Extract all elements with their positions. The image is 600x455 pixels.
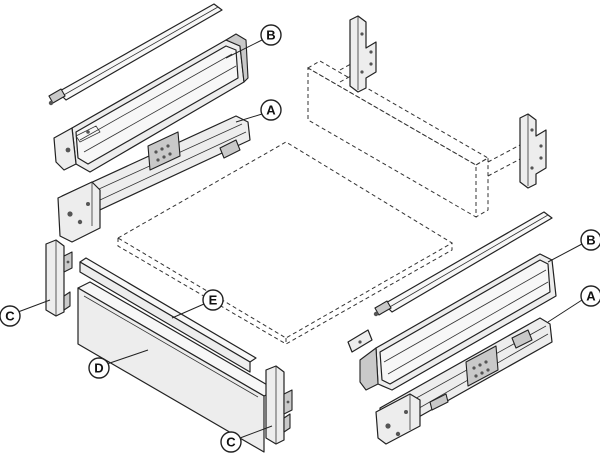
callout-label: C bbox=[5, 309, 15, 324]
callout-top-left-profile: B bbox=[225, 24, 282, 59]
callout-left-front-connector: C bbox=[0, 299, 51, 327]
callout-right-front-connector: C bbox=[220, 425, 273, 453]
callout-top-left-runner: A bbox=[235, 99, 282, 123]
bottom-right-drawer-profile bbox=[347, 253, 557, 391]
drawer-back-panel-outline bbox=[307, 59, 523, 218]
callout-front-panel: D bbox=[88, 349, 149, 379]
callout-bottom-right-profile: B bbox=[547, 229, 600, 263]
right-front-connector bbox=[265, 365, 293, 445]
rear-bracket-left bbox=[349, 15, 377, 93]
callout-label: A bbox=[266, 103, 276, 118]
top-left-runner bbox=[57, 115, 251, 243]
callout-bottom-right-runner: A bbox=[547, 285, 600, 323]
top-left-drawer-profile bbox=[53, 33, 249, 173]
callout-label: B bbox=[266, 28, 275, 43]
callout-front-rail: E bbox=[171, 289, 224, 319]
top-left-gallery-rail bbox=[48, 3, 223, 106]
rear-bracket-right bbox=[519, 113, 547, 189]
callout-label: A bbox=[586, 289, 596, 304]
bottom-right-gallery-rail bbox=[373, 211, 553, 317]
callout-label: C bbox=[226, 435, 236, 450]
left-front-connector bbox=[45, 239, 73, 317]
callout-label: D bbox=[94, 361, 103, 376]
callout-label: B bbox=[586, 233, 595, 248]
front-rail bbox=[79, 257, 257, 373]
bottom-right-runner bbox=[375, 317, 553, 445]
callout-label: E bbox=[209, 293, 218, 308]
drawer-bottom-panel-outline bbox=[117, 141, 453, 345]
